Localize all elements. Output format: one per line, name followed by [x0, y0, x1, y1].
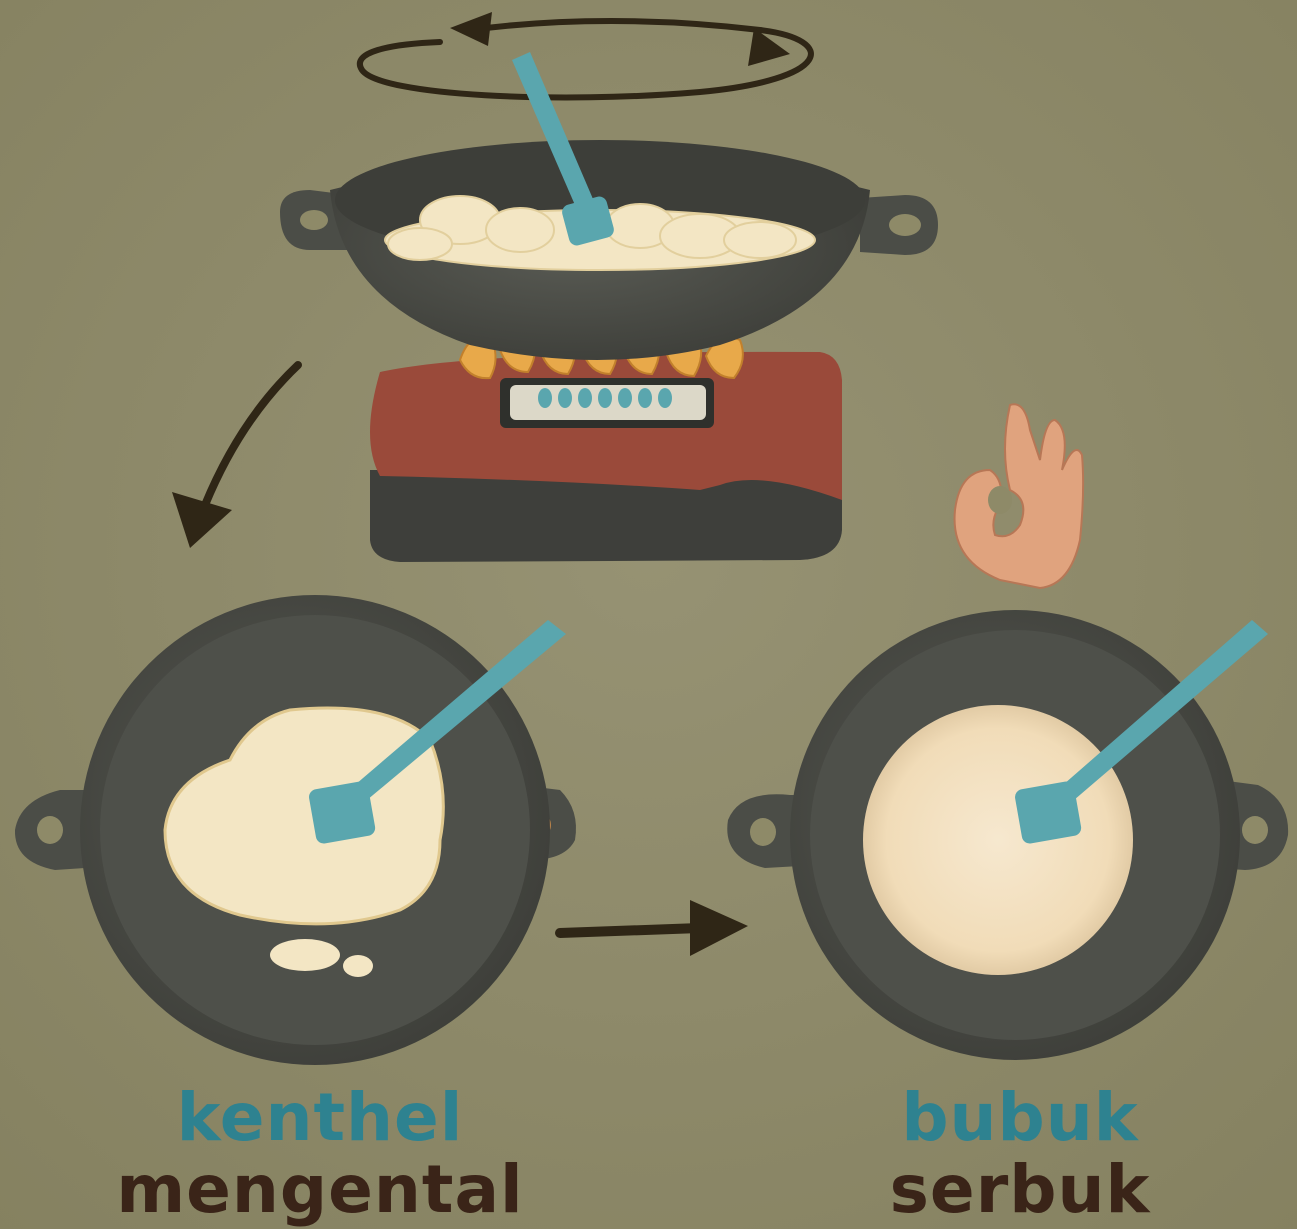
powder — [863, 705, 1133, 975]
label-powder: bubuk serbuk — [820, 1085, 1220, 1223]
label-powder-javanese: bubuk — [820, 1085, 1220, 1151]
label-thicken-javanese: kenthel — [110, 1085, 530, 1151]
gas-stove-icon — [370, 352, 842, 562]
label-thicken-indonesian: mengental — [110, 1157, 530, 1223]
label-powder-indonesian: serbuk — [820, 1157, 1220, 1223]
label-thicken: kenthel mengental — [110, 1085, 530, 1223]
